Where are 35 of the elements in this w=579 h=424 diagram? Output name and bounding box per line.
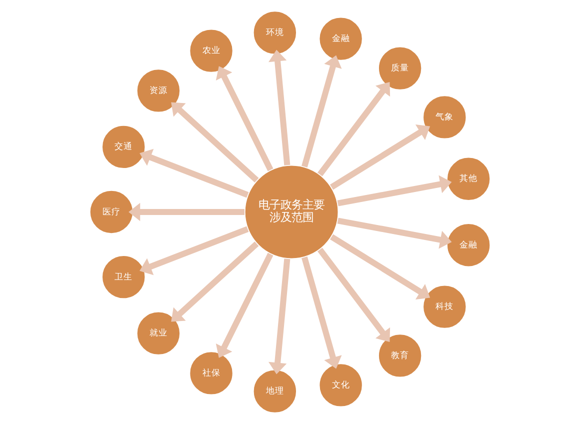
node-circle: 农业	[188, 28, 234, 74]
arrow	[215, 252, 273, 358]
node-circle: 金融	[318, 16, 363, 62]
node-circle: 地理	[252, 368, 297, 414]
node-circle: 电子政务主要涉及范围	[243, 164, 339, 260]
arrow	[301, 55, 342, 168]
node-circle: 卫生	[100, 254, 146, 300]
arrow	[329, 234, 430, 300]
arrow	[139, 226, 248, 276]
node-circle: 质量	[377, 46, 422, 91]
arrow	[215, 66, 273, 172]
node-circle: 医疗	[88, 190, 134, 234]
node-circle: 资源	[136, 68, 180, 114]
node-circle: 社保	[188, 350, 234, 396]
node-circle: 交通	[100, 124, 146, 170]
node-circle: 其他	[446, 156, 490, 202]
arrow	[336, 218, 452, 249]
node-circle: 文化	[318, 362, 363, 408]
arrow	[317, 82, 390, 176]
node-circle: 环境	[252, 10, 297, 56]
arrow	[317, 248, 390, 342]
node-circle: 教育	[377, 333, 422, 378]
node-circle: 科技	[422, 284, 467, 330]
arrow	[170, 241, 258, 322]
arrow	[268, 50, 290, 166]
node-circle: 就业	[136, 310, 180, 356]
arrow	[268, 258, 290, 374]
arrow	[336, 175, 452, 206]
arrow	[170, 102, 258, 183]
arrow	[301, 256, 342, 369]
arrow	[139, 148, 248, 198]
node-circle: 气象	[422, 94, 467, 140]
node-circle: 金融	[446, 222, 490, 268]
arrow	[128, 202, 244, 222]
arrow	[329, 124, 430, 190]
